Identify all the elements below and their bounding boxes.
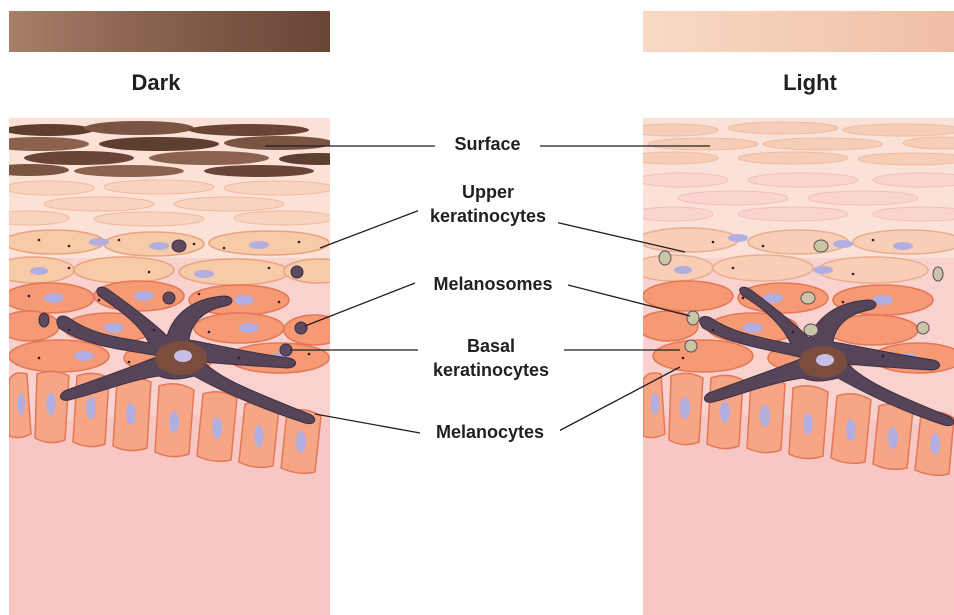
melanocytes-leader-right [555, 367, 680, 433]
label-basal-keratinocytes-line1: Basal [418, 334, 564, 358]
melanocytes-leader-left [315, 414, 420, 433]
label-surface-text: Surface [454, 134, 520, 154]
label-basal-keratinocytes: Basal keratinocytes [418, 334, 564, 382]
label-melanocytes: Melanocytes [420, 420, 560, 444]
melanosomes-leader-left [305, 283, 415, 326]
label-upper-keratinocytes-line2: keratinocytes [418, 204, 558, 228]
upper-keratinocytes-leader-left [320, 210, 420, 248]
label-upper-keratinocytes: Upper keratinocytes [418, 180, 558, 228]
upper-keratinocytes-leader-right [555, 222, 685, 252]
melanosomes-leader-right [568, 285, 690, 316]
label-melanosomes: Melanosomes [418, 272, 568, 296]
label-basal-keratinocytes-line2: keratinocytes [418, 358, 564, 382]
label-melanosomes-text: Melanosomes [433, 274, 552, 294]
label-upper-keratinocytes-line1: Upper [418, 180, 558, 204]
label-melanocytes-text: Melanocytes [436, 422, 544, 442]
label-surface: Surface [445, 132, 530, 156]
